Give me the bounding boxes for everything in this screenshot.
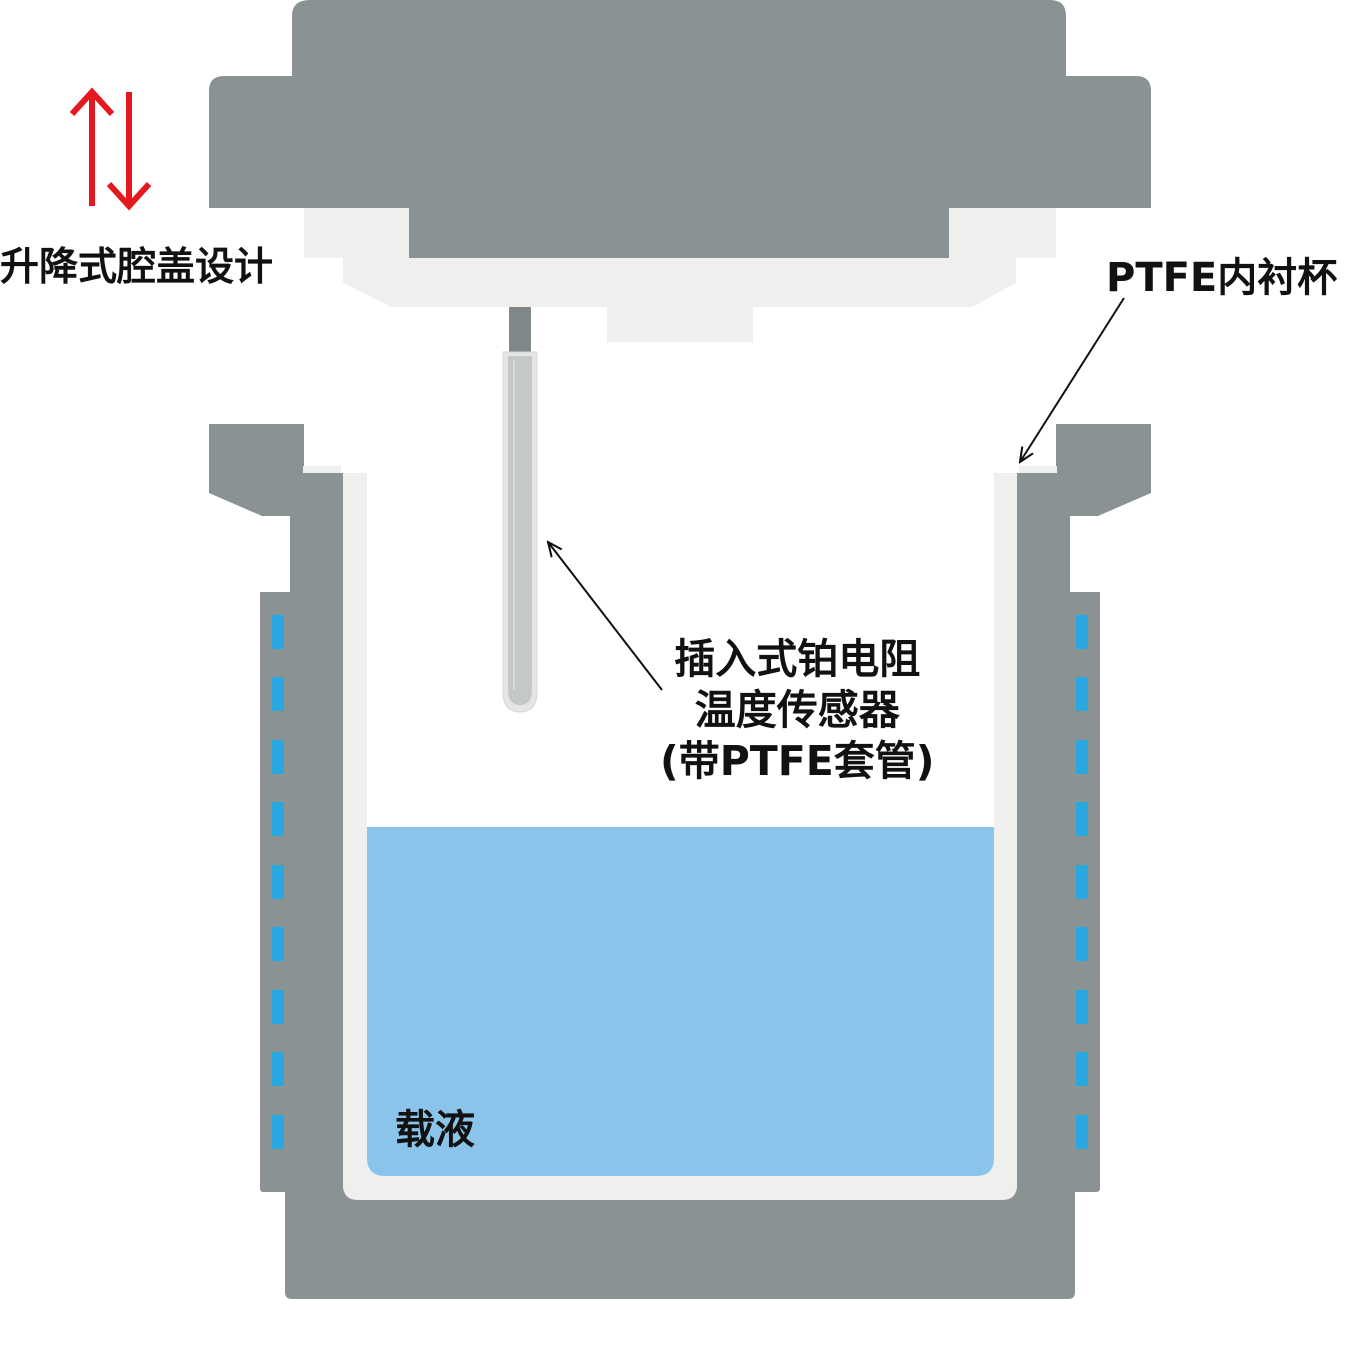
heater-elements-left bbox=[272, 615, 284, 1149]
liner-leader-arrow bbox=[1020, 297, 1125, 462]
heater-segment bbox=[272, 865, 284, 899]
vessel bbox=[209, 424, 1151, 1299]
heater-segment bbox=[272, 802, 284, 836]
heater-segment bbox=[1076, 1115, 1088, 1149]
heater-elements-right bbox=[1076, 615, 1088, 1149]
heater-segment bbox=[272, 615, 284, 649]
heater-segment bbox=[272, 1052, 284, 1086]
heater-segment bbox=[272, 1115, 284, 1149]
sensor-probe bbox=[508, 356, 532, 705]
ptfe-liner-lip-left bbox=[303, 466, 341, 473]
up-down-arrows-icon bbox=[69, 87, 152, 211]
vessel-base bbox=[285, 1190, 1075, 1299]
lid-body bbox=[209, 0, 1151, 258]
heater-segment bbox=[1076, 740, 1088, 774]
heater-segment bbox=[1076, 990, 1088, 1024]
sensor-probe-highlight bbox=[513, 360, 515, 690]
ptfe-liner-label: PTFE内衬杯 bbox=[1106, 255, 1338, 301]
sensor-label-line1: 插入式铂电阻 bbox=[674, 635, 921, 683]
temperature-sensor bbox=[502, 307, 538, 713]
heater-segment bbox=[272, 927, 284, 961]
carrier-liquid bbox=[367, 827, 994, 1176]
heater-segment bbox=[272, 740, 284, 774]
sensor-rod bbox=[509, 307, 531, 359]
heater-segment bbox=[1076, 1052, 1088, 1086]
heater-segment bbox=[1076, 927, 1088, 961]
sensor-label-line2: 温度传感器 bbox=[694, 686, 900, 734]
ptfe-liner-lip-right bbox=[1019, 466, 1057, 473]
sensor-leader-arrow bbox=[548, 542, 663, 691]
carrier-liquid-label: 载液 bbox=[395, 1107, 475, 1153]
lid-design-label: 升降式腔盖设计 bbox=[0, 245, 274, 290]
heater-segment bbox=[1076, 677, 1088, 711]
heater-segment bbox=[1076, 865, 1088, 899]
heater-segment bbox=[272, 990, 284, 1024]
sensor-label: 插入式铂电阻 温度传感器 (带PTFE套管) bbox=[660, 634, 935, 787]
heater-segment bbox=[1076, 802, 1088, 836]
lid bbox=[209, 0, 1151, 342]
heater-segment bbox=[1076, 615, 1088, 649]
heater-segment bbox=[272, 677, 284, 711]
sensor-label-line3: (带PTFE套管) bbox=[660, 737, 935, 785]
